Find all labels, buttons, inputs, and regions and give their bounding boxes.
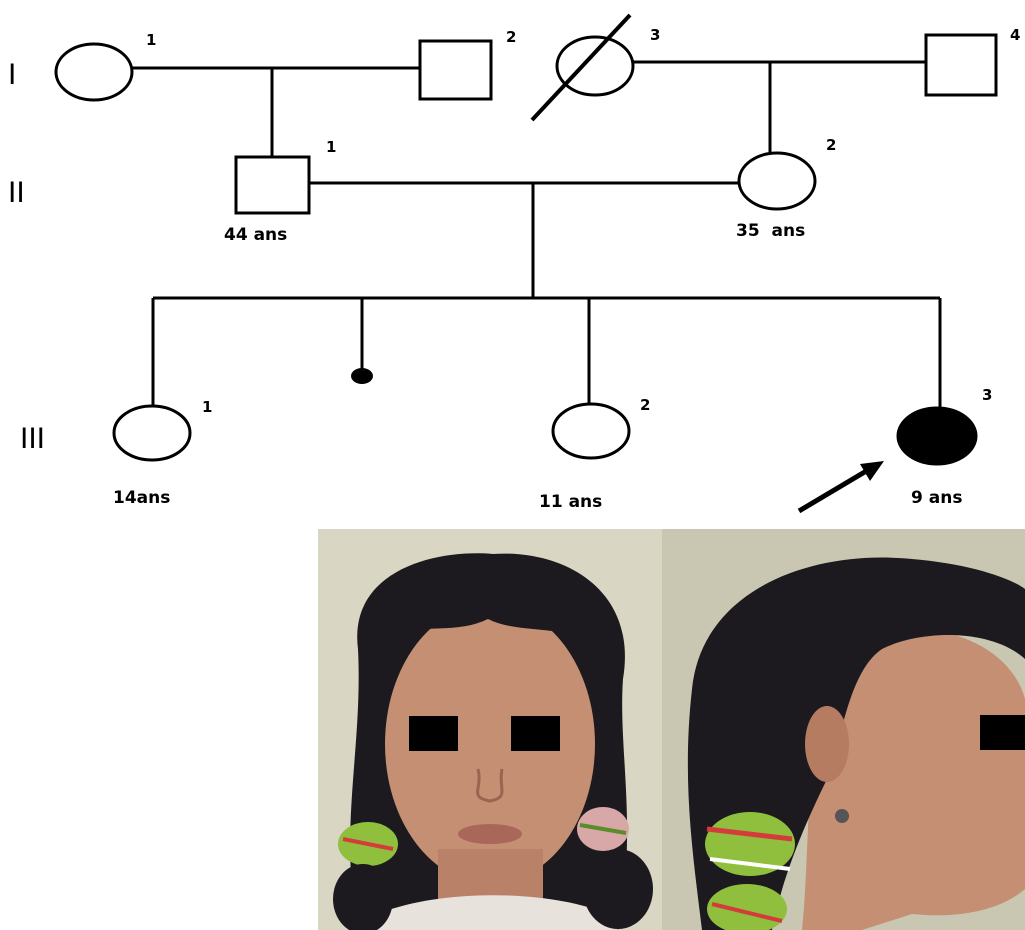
individual-number-III-1: 1 — [202, 398, 212, 416]
female-III-2-symbol — [553, 404, 629, 458]
individual-number-I-3: 3 — [650, 26, 660, 44]
age-III-1: 14ans — [113, 488, 170, 508]
individual-number-I-1: 1 — [146, 31, 156, 49]
female-III-1-symbol — [114, 406, 190, 460]
individual-number-II-2: 2 — [826, 136, 836, 154]
female-I-3-deceased-symbol — [557, 37, 633, 95]
generation-label-II: II — [8, 176, 25, 209]
age-II-1: 44 ans — [224, 225, 287, 245]
miscarriage-symbol — [351, 368, 373, 384]
female-I-1-symbol — [56, 44, 132, 100]
generation-label-I: I — [8, 58, 16, 91]
age-II-2: 35 ans — [736, 221, 805, 241]
male-II-1-symbol — [236, 157, 309, 213]
age-III-3: 9 ans — [911, 488, 962, 508]
male-I-4-symbol — [926, 35, 996, 95]
profile-face-photo — [662, 529, 1025, 930]
affected-female-III-3-symbol — [898, 408, 976, 464]
individual-number-III-3: 3 — [982, 386, 992, 404]
individual-number-II-1: 1 — [326, 138, 336, 156]
male-I-2-symbol — [420, 41, 491, 99]
individual-number-I-2: 2 — [506, 28, 516, 46]
individual-number-III-2: 2 — [640, 396, 650, 414]
individual-number-I-4: 4 — [1010, 26, 1020, 44]
age-III-2: 11 ans — [539, 492, 602, 512]
generation-label-III: III — [20, 422, 45, 455]
proband-arrow-icon — [799, 461, 884, 511]
female-II-2-symbol — [739, 153, 815, 209]
frontal-face-photo — [318, 529, 662, 930]
